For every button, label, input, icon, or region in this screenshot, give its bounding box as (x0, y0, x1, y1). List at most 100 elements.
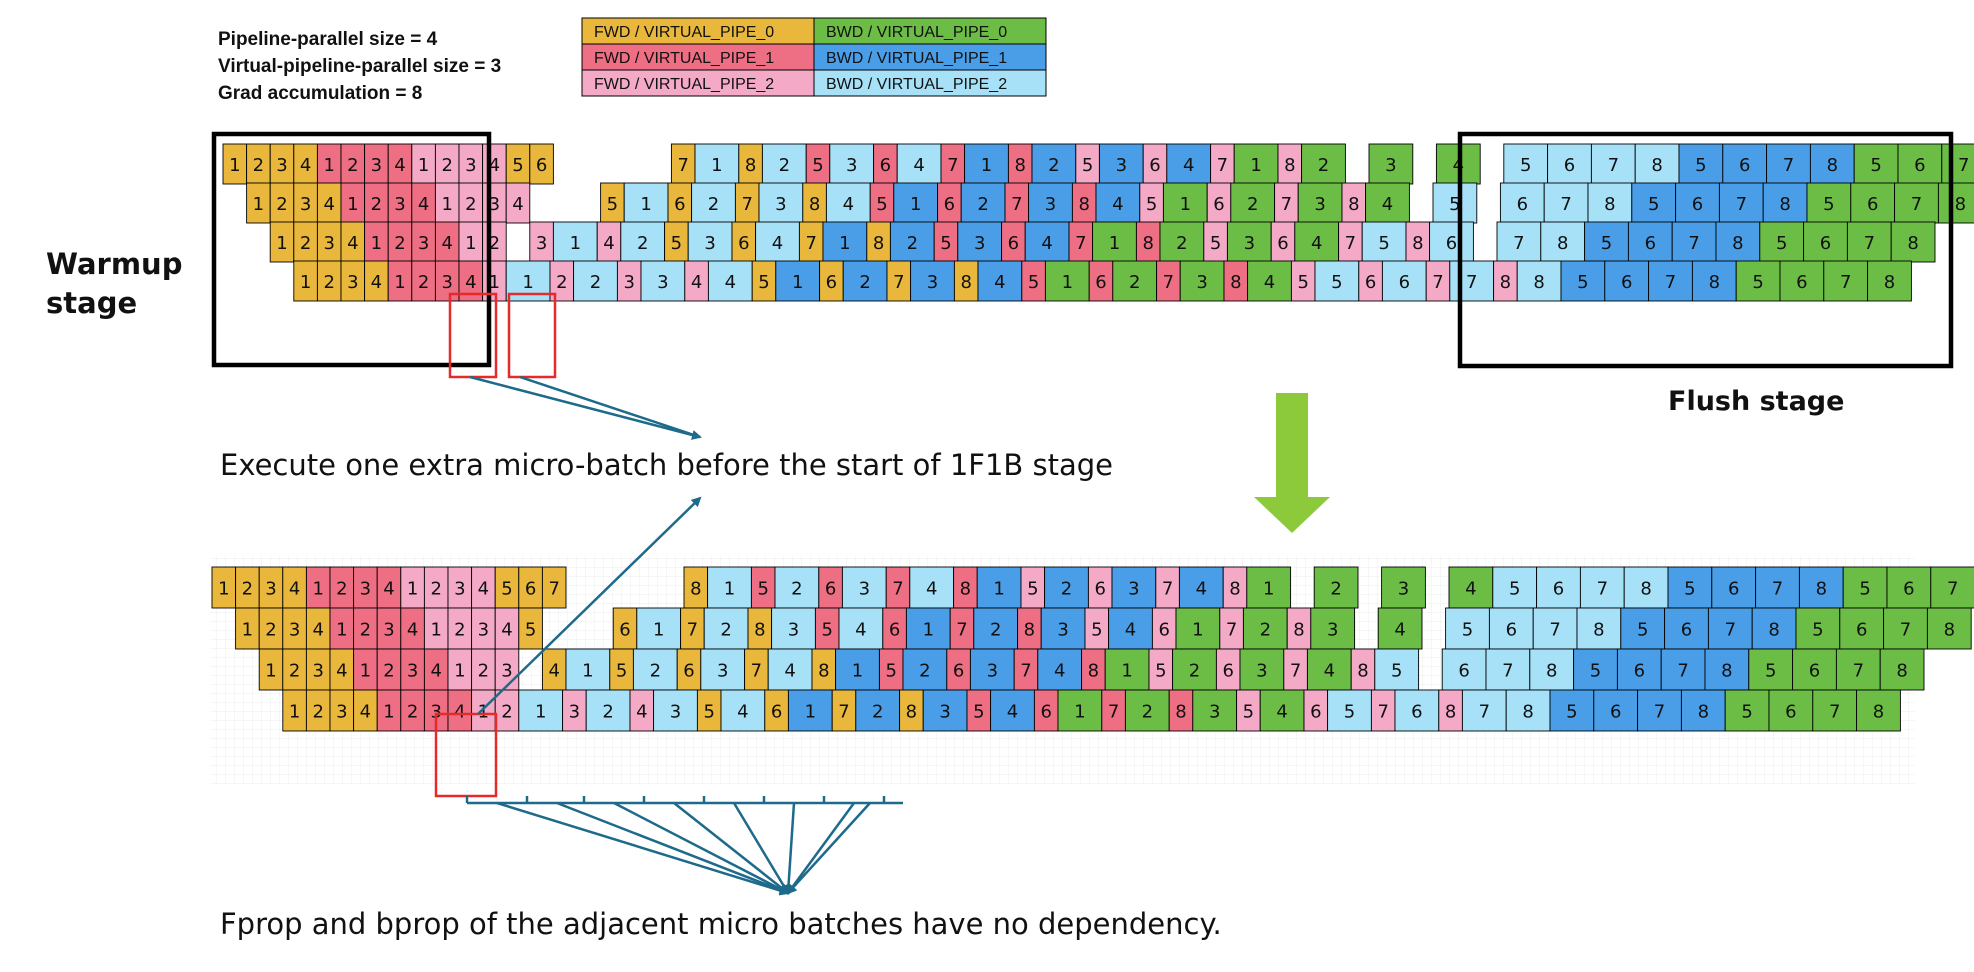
bwd-vp1-cell (1044, 566, 1089, 609)
warmup-stage-label: Warmup stage (46, 247, 183, 320)
micro-batch-label: 2 (312, 702, 323, 723)
micro-batch-label: 2 (556, 272, 567, 293)
bwd-vp0-cell (1310, 607, 1356, 650)
micro-batch-label: 1 (653, 620, 664, 641)
micro-batch-label: 8 (1768, 620, 1779, 641)
micro-batch-label: 4 (1054, 661, 1065, 682)
bwd-vp1-cell (1762, 182, 1808, 224)
micro-batch-label: 7 (1688, 233, 1699, 254)
bwd-vp1-cell (1648, 260, 1693, 302)
micro-batch-label: 6 (1610, 702, 1621, 723)
micro-batch-label: 7 (1549, 620, 1560, 641)
micro-batch-label: 2 (441, 155, 452, 176)
micro-batch-label: 1 (300, 272, 311, 293)
bwd-vp0-cell (1853, 143, 1899, 185)
bwd-vp2-cell (758, 182, 804, 224)
micro-batch-label: 2 (1318, 155, 1329, 176)
bwd-vp2-cell (636, 607, 682, 650)
micro-batch-label: 6 (738, 233, 749, 254)
micro-batch-label: 8 (1604, 194, 1615, 215)
bwd-vp1-cell (1573, 648, 1618, 691)
micro-batch-label: 4 (465, 272, 476, 293)
bwd-vp1-cell (893, 182, 939, 224)
micro-batch-label: 7 (548, 579, 559, 600)
legend-entry-label: FWD / VIRTUAL_PIPE_2 (594, 76, 774, 93)
micro-batch-label: 1 (289, 702, 300, 723)
micro-batch-label: 6 (1692, 194, 1703, 215)
micro-batch-label: 1 (418, 155, 429, 176)
micro-batch-label: 7 (1466, 272, 1477, 293)
micro-batch-label: 7 (805, 233, 816, 254)
bwd-vp2-cell (1540, 221, 1586, 263)
micro-batch-label: 1 (1250, 155, 1261, 176)
micro-batch-label: 8 (1175, 702, 1186, 723)
bwd-vp2-cell (1361, 221, 1407, 263)
micro-batch-label: 6 (674, 194, 685, 215)
bwd-vp2-cell (573, 260, 618, 302)
bwd-vp0-cell (1294, 221, 1340, 263)
micro-batch-label: 3 (1128, 579, 1139, 600)
micro-batch-label: 5 (616, 661, 627, 682)
micro-batch-label: 2 (394, 233, 405, 254)
micro-batch-label: 5 (1520, 155, 1531, 176)
micro-batch-label: 4 (1112, 194, 1123, 215)
micro-batch-label: 8 (1907, 233, 1918, 254)
micro-batch-label: 6 (880, 155, 891, 176)
bwd-vp0-cell (1247, 260, 1292, 302)
micro-batch-label: 7 (1608, 155, 1619, 176)
micro-batch-label: 1 (981, 155, 992, 176)
micro-batch-label: 3 (1045, 194, 1056, 215)
bwd-vp2-cell (774, 566, 820, 609)
micro-batch-label: 6 (1149, 155, 1160, 176)
micro-batch-label: 5 (1344, 702, 1355, 723)
micro-batch-label: 5 (1601, 233, 1612, 254)
micro-batch-label: 2 (1061, 579, 1072, 600)
micro-batch-label: 4 (1324, 661, 1335, 682)
micro-batch-label: 8 (1873, 702, 1884, 723)
bwd-vp0-cell (1242, 607, 1288, 650)
micro-batch-label: 2 (590, 272, 601, 293)
micro-batch-label: 7 (1432, 272, 1443, 293)
micro-batch-label: 8 (960, 579, 971, 600)
micro-batch-label: 2 (242, 579, 253, 600)
micro-batch-label: 7 (1502, 661, 1513, 682)
bwd-vp0-cell (1748, 648, 1794, 691)
micro-batch-label: 7 (687, 620, 698, 641)
micro-batch-label: 7 (1163, 272, 1174, 293)
micro-batch-label: 1 (535, 702, 546, 723)
bwd-vp1-cell (957, 221, 1003, 263)
bwd-vp1-cell (1751, 607, 1797, 650)
micro-batch-label: 1 (465, 233, 476, 254)
bwd-vp1-cell (855, 689, 901, 732)
micro-batch-label: 5 (1823, 194, 1834, 215)
bwd-vp2-cell (1579, 566, 1625, 609)
bwd-vp1-cell (1549, 689, 1595, 732)
micro-batch-label: 3 (846, 155, 857, 176)
micro-batch-label: 6 (1621, 272, 1632, 293)
arrow-to-caption-top (469, 375, 702, 440)
micro-batch-label: 6 (1728, 579, 1739, 600)
micro-batch-label: 3 (974, 233, 985, 254)
micro-batch-label: 5 (973, 702, 984, 723)
micro-batch-label: 7 (741, 194, 752, 215)
micro-batch-label: 7 (751, 661, 762, 682)
micro-batch-label: 3 (987, 661, 998, 682)
micro-batch-label: 8 (1732, 233, 1743, 254)
micro-batch-label: 1 (792, 272, 803, 293)
micro-batch-label: 5 (812, 155, 823, 176)
micro-batch-label: 2 (347, 155, 358, 176)
micro-batch-label: 5 (1637, 620, 1648, 641)
micro-batch-label: 2 (872, 702, 883, 723)
bwd-vp1-cell (1028, 182, 1073, 224)
micro-batch-label: 3 (859, 579, 870, 600)
bwd-vp1-cell (1798, 566, 1844, 609)
bwd-vp2-cell (1432, 182, 1478, 224)
bwd-vp1-cell (976, 566, 1022, 609)
micro-batch-label: 6 (1856, 620, 1867, 641)
micro-batch-label: 7 (1725, 620, 1736, 641)
micro-batch-label: 3 (536, 233, 547, 254)
arrow-from-bottom-highlight (477, 496, 702, 715)
bwd-vp2-cell (1576, 607, 1622, 650)
micro-batch-label: 4 (512, 194, 523, 215)
